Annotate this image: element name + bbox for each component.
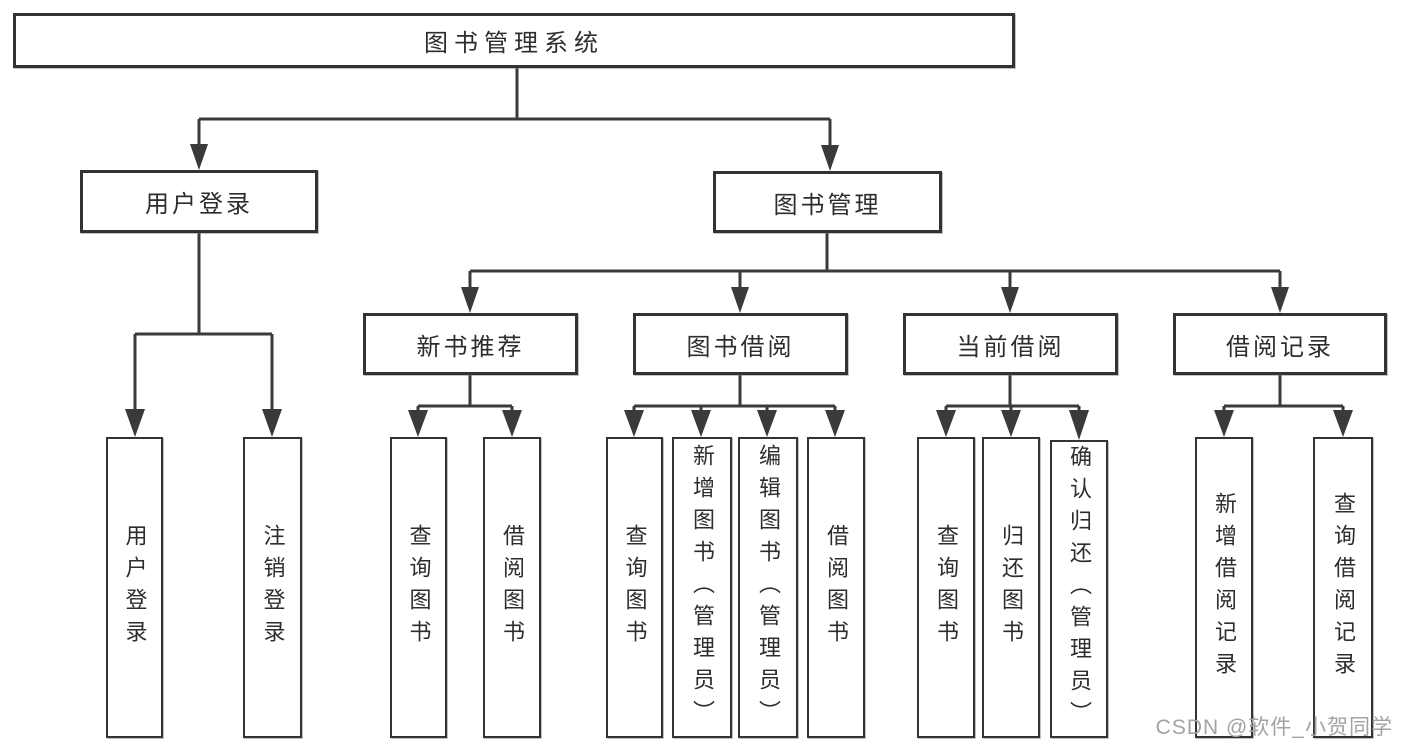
node-user-login: 用户登录 bbox=[80, 170, 318, 233]
watermark: CSDN @软件_小贺同学 bbox=[1155, 716, 1393, 739]
arrowheads bbox=[125, 144, 1353, 440]
leaf-edit-books-admin: 编辑图书（管理员） bbox=[738, 437, 798, 738]
node-system-root-label: 图书管理系统 bbox=[424, 30, 604, 57]
node-book-borrow-label: 图书借阅 bbox=[686, 333, 795, 361]
node-system-root: 图书管理系统 bbox=[13, 13, 1015, 68]
leaf-query-books-current: 查询图书 bbox=[917, 437, 975, 738]
node-borrow-records-label: 借阅记录 bbox=[1226, 333, 1334, 361]
node-current-borrow: 当前借阅 bbox=[903, 313, 1118, 375]
leaf-add-books-admin: 新增图书（管理员） bbox=[672, 437, 732, 738]
leaf-logout-label: 注销登录 bbox=[260, 523, 286, 652]
leaf-return-books-label: 归还图书 bbox=[999, 523, 1024, 652]
leaf-user-login-label: 用户登录 bbox=[122, 523, 148, 652]
node-current-borrow-label: 当前借阅 bbox=[956, 333, 1065, 361]
node-user-login-label: 用户登录 bbox=[145, 191, 253, 218]
leaf-borrow-books-recommend: 借阅图书 bbox=[483, 437, 541, 738]
leaf-user-login: 用户登录 bbox=[106, 437, 163, 738]
leaf-query-borrow-record-label: 查询借阅记录 bbox=[1331, 491, 1356, 684]
leaf-query-books-recommend: 查询图书 bbox=[390, 437, 447, 738]
leaf-add-borrow-record-label: 新增借阅记录 bbox=[1212, 491, 1237, 684]
leaf-query-books-borrow: 查询图书 bbox=[606, 437, 663, 738]
leaf-add-books-admin-label: 新增图书（管理员） bbox=[690, 443, 715, 732]
leaf-query-books-borrow-label: 查询图书 bbox=[622, 523, 648, 652]
leaf-add-borrow-record: 新增借阅记录 bbox=[1195, 437, 1253, 738]
leaf-borrow-books-recommend-label: 借阅图书 bbox=[500, 523, 525, 652]
leaf-confirm-return-admin: 确认归还（管理员） bbox=[1050, 440, 1108, 738]
node-borrow-records: 借阅记录 bbox=[1173, 313, 1387, 375]
leaf-query-books-current-label: 查询图书 bbox=[934, 523, 959, 652]
leaf-confirm-return-admin-label: 确认归还（管理员） bbox=[1067, 445, 1092, 733]
leaf-logout: 注销登录 bbox=[243, 437, 302, 738]
leaf-return-books: 归还图书 bbox=[982, 437, 1040, 738]
leaf-borrow-books: 借阅图书 bbox=[807, 437, 865, 738]
node-new-book-recommend-label: 新书推荐 bbox=[416, 333, 525, 361]
node-book-borrow: 图书借阅 bbox=[633, 313, 848, 375]
node-book-management: 图书管理 bbox=[713, 171, 942, 233]
leaf-borrow-books-label: 借阅图书 bbox=[824, 523, 849, 652]
leaf-query-borrow-record: 查询借阅记录 bbox=[1313, 437, 1373, 738]
leaf-edit-books-admin-label: 编辑图书（管理员） bbox=[756, 443, 781, 732]
node-book-management-label: 图书管理 bbox=[773, 191, 882, 219]
node-new-book-recommend: 新书推荐 bbox=[363, 313, 578, 375]
leaf-query-books-recommend-label: 查询图书 bbox=[406, 523, 432, 652]
